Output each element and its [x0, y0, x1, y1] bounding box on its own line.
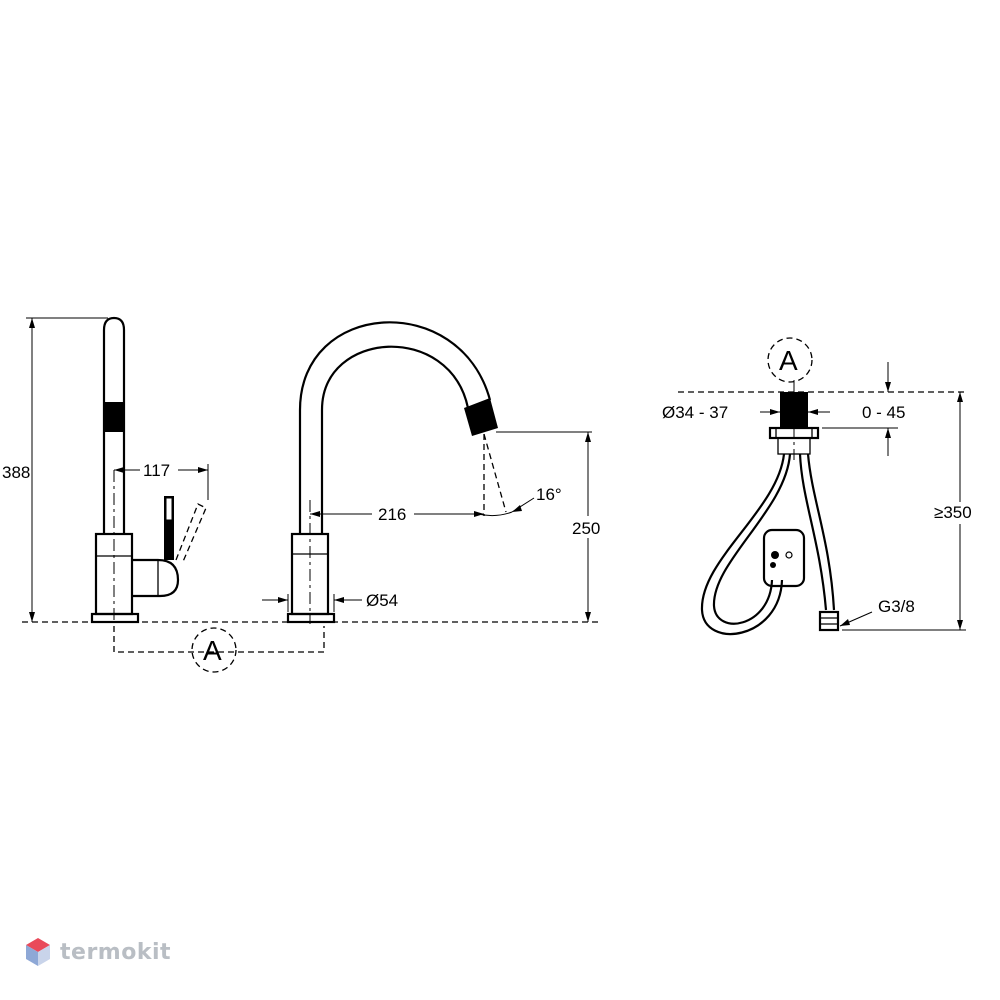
hose-weight [762, 528, 806, 588]
dim-label-117: 117 [143, 461, 170, 480]
dimension-hole-diameter: Ø34 - 37 [662, 403, 830, 422]
dim-label-g38: G3/8 [878, 597, 915, 616]
faucet-side-view [90, 316, 207, 624]
dimension-base-diameter: Ø54 [262, 591, 398, 612]
dim-label-350: ≥350 [934, 503, 972, 522]
dim-label-16deg: 16° [536, 485, 562, 504]
dimension-hose-length: ≥350 [842, 392, 992, 631]
lever-handle [164, 496, 174, 560]
cube-logo-icon [26, 938, 50, 966]
dimension-spout-reach: 216 [310, 504, 484, 524]
dim-label-deck: 0 - 45 [862, 403, 905, 422]
dimension-handle-offset: 117 [114, 460, 209, 500]
aerator-band [104, 402, 124, 432]
connection-thread-label: G3/8 [839, 597, 915, 627]
dim-label-54: Ø54 [366, 591, 398, 610]
dimension-spout-angle: 16° [477, 485, 562, 517]
watermark-brand: termokit [60, 939, 172, 965]
dim-label-250: 250 [572, 519, 600, 538]
dimension-height-total: 388 [2, 317, 108, 622]
dim-label-hole: Ø34 - 37 [662, 403, 728, 422]
dimension-spout-height: 250 [496, 431, 608, 622]
detail-a-view: A [678, 337, 964, 635]
faucet-front-view [286, 321, 507, 624]
detail-marker-bottom: A [203, 635, 222, 666]
spray-nozzle [464, 398, 498, 436]
dimension-deck-thickness: 0 - 45 [822, 362, 905, 456]
dim-label-388: 388 [2, 463, 30, 482]
detail-marker-top: A [779, 345, 798, 376]
detail-a-link: A [113, 626, 325, 673]
dim-label-216: 216 [378, 505, 406, 524]
watermark: termokit [24, 936, 171, 968]
